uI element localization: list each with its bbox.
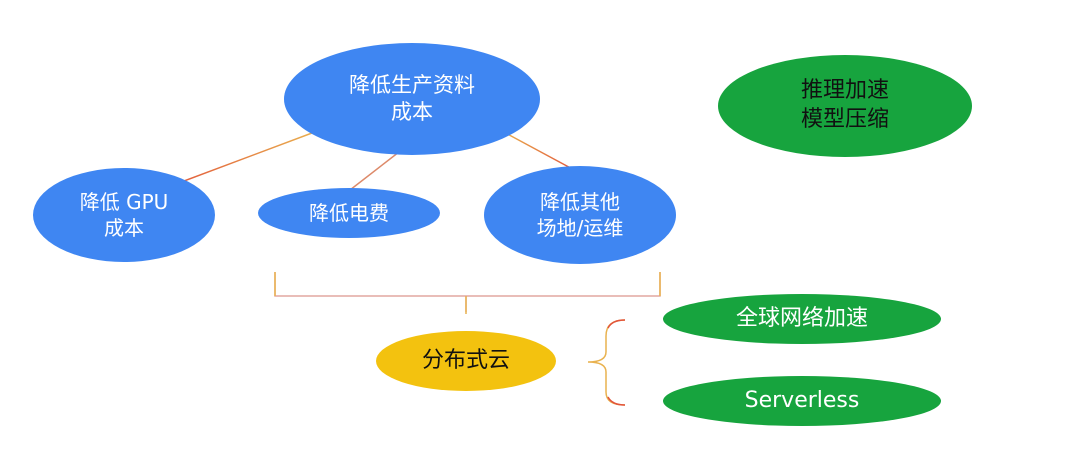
node-label-line2: 成本 [104,216,144,240]
node-label-line1: 降低生产资料 [349,72,475,97]
node-label-line1: 降低其他 [540,190,620,214]
node-global-network-acceleration: 全球网络加速 [663,294,941,344]
node-serverless: Serverless [663,376,941,426]
node-inference-acceleration: 推理加速 模型压缩 [718,55,972,157]
node-label-line1: 分布式云 [421,347,510,373]
bracket-top [274,272,661,312]
node-distributed-cloud: 分布式云 [376,331,556,391]
node-label-line1: 推理加速 [800,78,889,104]
node-reduce-power-cost: 降低电费 [258,188,440,238]
node-label-line1: 全球网络加速 [735,305,868,331]
node-label-line2: 模型压缩 [800,107,889,132]
node-label-line2: 成本 [391,100,433,124]
node-label-line1: Serverless [744,387,860,413]
node-label-line2: 场地/运维 [536,216,624,240]
curly-brace-accent [607,319,626,406]
node-reduce-gpu-cost: 降低 GPU 成本 [33,168,215,262]
node-label-line1: 降低 GPU [79,190,169,214]
curly-brace [587,319,626,406]
edge-root-other [499,129,579,173]
bracket-top-accent [274,272,661,296]
node-reduce-other-cost: 降低其他 场地/运维 [484,166,676,264]
node-label-line1: 降低电费 [309,201,389,225]
node-reduce-production-cost: 降低生产资料 成本 [284,43,540,155]
